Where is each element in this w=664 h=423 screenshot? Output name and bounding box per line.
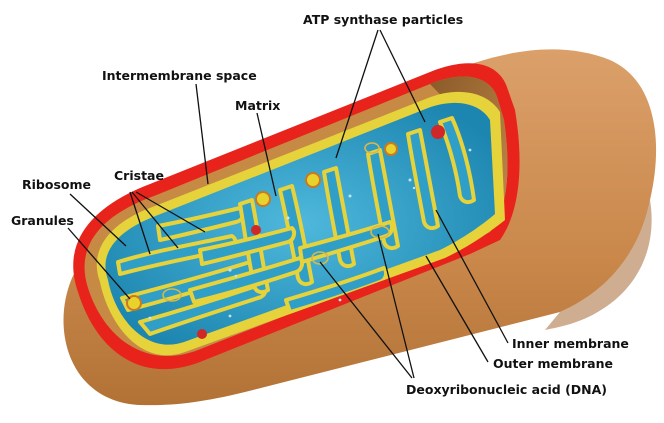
label-matrix: Matrix <box>235 98 280 113</box>
label-inner-membrane: Inner membrane <box>512 336 629 351</box>
label-dna: Deoxyribonucleic acid (DNA) <box>406 382 607 397</box>
label-ribosome: Ribosome <box>22 177 91 192</box>
label-outer-membrane: Outer membrane <box>493 356 613 371</box>
label-intermembrane-space: Intermembrane space <box>102 68 257 83</box>
label-atp-synthase-particles: ATP synthase particles <box>303 12 463 27</box>
label-granules: Granules <box>11 213 74 228</box>
label-cristae: Cristae <box>114 168 164 183</box>
